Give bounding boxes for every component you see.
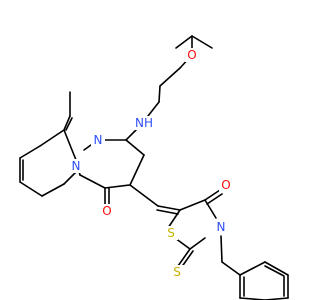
bond	[157, 205, 181, 211]
bond	[63, 115, 71, 131]
bond	[156, 209, 179, 215]
benzyl-group	[220, 235, 289, 300]
bond	[264, 265, 285, 277]
bond	[125, 129, 137, 141]
bond	[147, 101, 160, 117]
bond	[179, 199, 206, 211]
methylidene-bridge	[129, 184, 181, 215]
amine-nh-label: NH	[135, 116, 153, 130]
pyrimidinone-o-label: O	[102, 204, 111, 218]
bond	[206, 193, 223, 205]
ether-oxygen-label: O	[187, 48, 196, 62]
atom-labels: O NH N N O O S N S	[69, 48, 233, 279]
bond	[41, 183, 65, 197]
thiazolidinone-ring	[167, 199, 217, 250]
bond	[239, 261, 266, 276]
bridgehead-n-label: N	[72, 159, 81, 173]
bond	[158, 85, 161, 103]
thiazolidinone-o-label: O	[221, 178, 230, 192]
pyrimidine-n-label: N	[94, 133, 103, 147]
bond	[220, 235, 223, 263]
pyrimidinone-ring	[75, 139, 145, 189]
pyridine-ring	[19, 115, 77, 197]
bond	[129, 184, 159, 207]
bond	[167, 209, 181, 229]
bond	[191, 35, 213, 49]
bond	[159, 67, 181, 87]
thiazolidine-n-label: N	[217, 220, 226, 234]
bond	[175, 35, 193, 49]
propyl-chain	[147, 54, 193, 117]
bond	[221, 261, 241, 276]
bond	[39, 129, 65, 147]
molecule-canvas: O NH N N O O S N S	[19, 35, 289, 300]
bond	[129, 154, 145, 186]
thiazolidinone-carbonyl	[204, 189, 223, 205]
thione-s-label: S	[173, 265, 181, 279]
bond	[204, 199, 217, 219]
structure-diagram: O NH N N O O S N S	[19, 35, 289, 300]
bond	[204, 189, 221, 201]
bond	[264, 261, 289, 276]
bond	[65, 117, 73, 131]
bond	[19, 145, 41, 159]
bond	[189, 237, 206, 250]
ring-sulfur-label: S	[167, 226, 175, 240]
bond	[63, 171, 77, 185]
bond	[19, 181, 43, 197]
bond	[63, 129, 77, 161]
pyrimidinone-carbonyl	[104, 187, 110, 206]
bond	[177, 248, 191, 267]
bond	[125, 139, 145, 156]
bond	[79, 174, 106, 189]
